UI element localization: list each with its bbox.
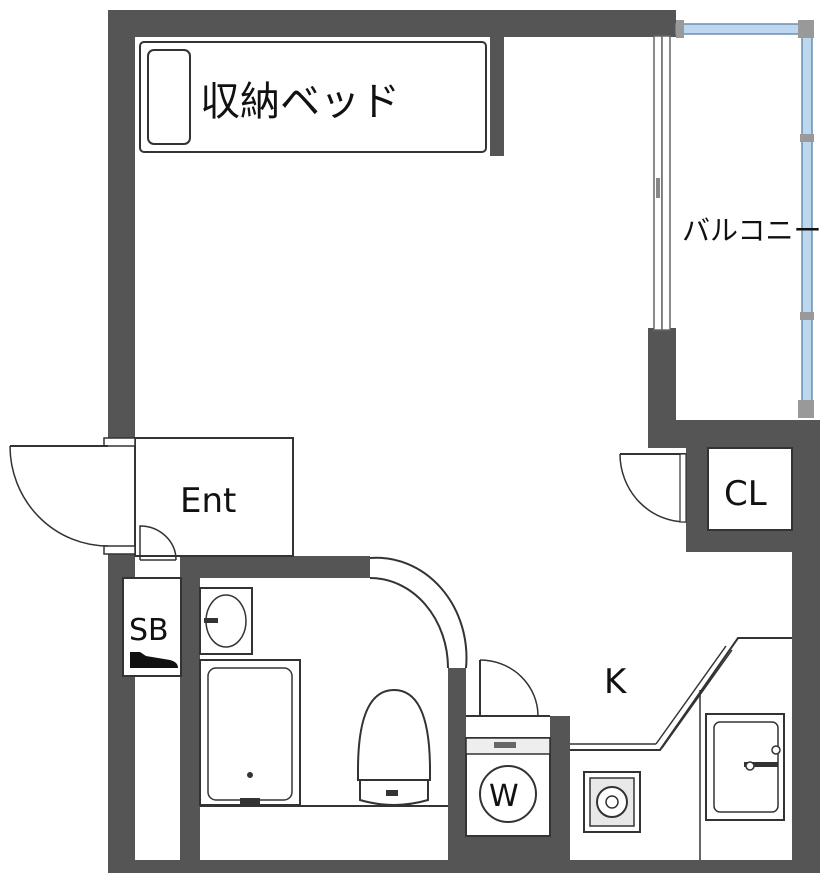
- entrance-door-swing: [9, 445, 109, 547]
- washer-display: [494, 742, 516, 748]
- wall-sb-right: [180, 556, 200, 873]
- washer-drum: [479, 765, 537, 823]
- balcony-label: バルコニー: [682, 214, 821, 247]
- entrance: Ent: [9, 437, 294, 557]
- wall-closet-left: [686, 448, 708, 552]
- bathtub-inner: [207, 667, 293, 801]
- bath-curved-wall-inner: [369, 577, 449, 669]
- wall-bottom: [108, 860, 820, 873]
- bathroom: [199, 556, 468, 807]
- balcony-post-4: [800, 312, 814, 320]
- closet-door-jamb: [679, 453, 687, 523]
- closet-door-swing: [619, 453, 687, 523]
- washbasin-faucet: [204, 618, 218, 623]
- bed-pillow: [147, 49, 191, 145]
- bathtub-drain: [247, 772, 253, 778]
- balcony-post-1: [676, 20, 684, 38]
- wall-bath-top: [180, 556, 370, 578]
- shoe-box: SB: [122, 525, 182, 677]
- wall-balcony-bottom: [648, 420, 820, 448]
- kitchen-sink-handle: [771, 745, 781, 755]
- kitchen-sink-drain: [745, 761, 755, 771]
- toilet-bowl: [357, 688, 431, 781]
- wall-right-upper: [792, 420, 820, 873]
- balcony-post-3: [800, 134, 814, 142]
- wall-washer-right: [550, 716, 570, 873]
- balcony-post-2: [798, 20, 814, 38]
- kitchen: K: [570, 637, 792, 860]
- balcony-window-frame-b: [661, 35, 671, 331]
- bath-curved-wall: [369, 556, 468, 669]
- balcony-post-5: [798, 400, 814, 418]
- entrance-label: Ent: [180, 481, 236, 521]
- stove-burner-center: [605, 795, 619, 809]
- toilet-flush: [386, 790, 398, 796]
- washer-door-swing: [479, 659, 539, 717]
- kitchen-counter: [570, 637, 792, 751]
- storage-bed-label: 収納ベッド: [200, 79, 400, 125]
- wall-washer-base: [466, 836, 570, 873]
- balcony-window-handle: [656, 178, 660, 198]
- balcony-rail-top: [675, 23, 805, 35]
- wall-closet-bottom: [686, 530, 820, 552]
- entrance-step: [134, 437, 294, 557]
- washer-label: W: [489, 779, 519, 814]
- shoe-box-label: SB: [129, 613, 169, 648]
- entrance-door-jamb-top: [103, 437, 136, 447]
- closet-label: CL: [724, 474, 767, 514]
- wall-top: [108, 10, 676, 37]
- storage-bed: 収納ベッド: [139, 41, 487, 153]
- kitchen-sink-faucet: [744, 762, 778, 767]
- walls: [108, 10, 820, 873]
- bed-frame: [139, 41, 487, 153]
- shoe-icon: [130, 652, 178, 668]
- wall-left-upper: [108, 10, 135, 442]
- balcony: バルコニー: [653, 20, 821, 418]
- kitchen-window-b: [661, 649, 733, 749]
- wall-bath-right: [448, 668, 466, 873]
- closet-frame: [707, 447, 793, 531]
- kitchen-label: K: [604, 662, 628, 702]
- bathtub-faucet: [240, 798, 260, 806]
- kitchen-window-a: [655, 645, 727, 745]
- washer-area: W: [465, 659, 551, 837]
- sb-door-swing: [139, 525, 177, 561]
- entrance-door-jamb-bottom: [103, 545, 136, 555]
- wall-stub-bed: [490, 36, 504, 156]
- closet: CL: [619, 447, 793, 531]
